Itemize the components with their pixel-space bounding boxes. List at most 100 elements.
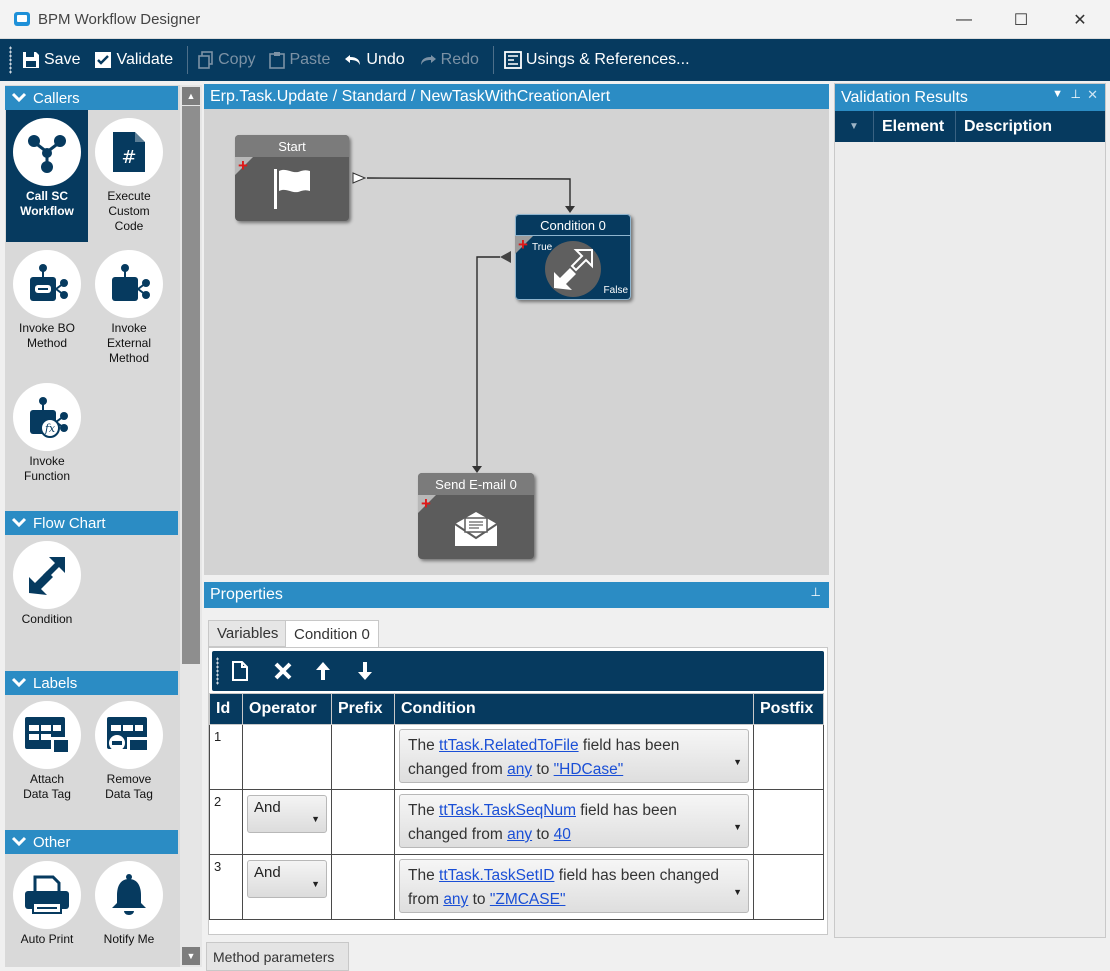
- palette-item-label: Invoke External Method: [106, 321, 152, 365]
- close-button[interactable]: ✕: [1073, 11, 1087, 29]
- field-link[interactable]: ttTask.RelatedToFile: [439, 737, 579, 754]
- palette-item-invoke-function[interactable]: fx Invoke Function: [6, 375, 88, 484]
- dropdown-arrow-icon[interactable]: ▼: [311, 879, 320, 889]
- condition-dropdown[interactable]: The ttTask.TaskSetID field has been chan…: [399, 859, 749, 913]
- column-operator[interactable]: Operator: [242, 693, 332, 725]
- palette-item-label: Attach Data Tag: [23, 772, 71, 801]
- maximize-button[interactable]: ☐: [1013, 11, 1029, 29]
- flow-chart-header[interactable]: Flow Chart: [5, 511, 178, 535]
- references-icon: [503, 51, 522, 69]
- new-document-icon[interactable]: [231, 661, 249, 681]
- start-node[interactable]: Start +: [235, 135, 349, 221]
- column-condition[interactable]: Condition: [394, 693, 754, 725]
- close-icon[interactable]: ✕: [1087, 87, 1098, 102]
- tab-condition-0[interactable]: Condition 0: [285, 620, 379, 648]
- to-value-link[interactable]: "ZMCASE": [489, 891, 566, 908]
- send-email-node[interactable]: Send E-mail 0 +: [418, 473, 534, 559]
- column-prefix[interactable]: Prefix: [331, 693, 395, 725]
- copy-button[interactable]: Copy: [198, 39, 255, 81]
- expand-plus-icon[interactable]: +: [518, 235, 528, 254]
- palette-item-attach-data-tag[interactable]: Attach Data Tag: [6, 693, 88, 802]
- palette-item-auto-print[interactable]: Auto Print: [6, 853, 88, 947]
- arrow-up-icon[interactable]: [315, 661, 331, 681]
- palette-item-call-sc-workflow[interactable]: Call SC Workflow: [6, 110, 88, 242]
- to-value-link[interactable]: 40: [553, 826, 571, 843]
- callers-header[interactable]: Callers: [5, 86, 178, 110]
- arrow-down-icon[interactable]: [357, 661, 373, 681]
- to-value-link[interactable]: "HDCase": [553, 761, 624, 778]
- delete-icon[interactable]: [273, 661, 293, 681]
- validation-header: Validation Results ▼ ⊥ ✕: [835, 84, 1105, 111]
- postfix-cell[interactable]: [753, 789, 824, 855]
- save-icon: [23, 52, 39, 68]
- code-file-icon: #: [113, 132, 145, 172]
- postfix-cell[interactable]: [753, 724, 824, 790]
- column-id[interactable]: Id: [209, 693, 243, 725]
- minimize-button[interactable]: —: [956, 10, 972, 28]
- expand-plus-icon[interactable]: +: [421, 494, 431, 513]
- pin-icon[interactable]: ⊥: [810, 585, 821, 599]
- send-email-node-title: Send E-mail 0: [418, 473, 534, 495]
- dropdown-arrow-icon[interactable]: ▼: [311, 814, 320, 824]
- palette-item-execute-custom-code[interactable]: # Execute Custom Code: [88, 110, 170, 234]
- email-icon: [454, 512, 498, 546]
- condition-false-label: False: [603, 285, 628, 296]
- field-link[interactable]: ttTask.TaskSetID: [439, 867, 555, 884]
- dropdown-arrow-icon[interactable]: ▼: [733, 757, 742, 767]
- column-element[interactable]: Element: [873, 111, 955, 142]
- operator-dropdown[interactable]: And ▼: [247, 860, 327, 898]
- from-value-link[interactable]: any: [443, 891, 469, 908]
- scroll-up-arrow[interactable]: ▲: [182, 87, 200, 105]
- palette-item-invoke-external-method[interactable]: Invoke External Method: [88, 242, 170, 366]
- undo-button[interactable]: Undo: [344, 39, 405, 81]
- properties-header: Properties ⊥: [204, 582, 829, 608]
- postfix-cell[interactable]: [753, 854, 824, 920]
- palette-item-remove-data-tag[interactable]: Remove Data Tag: [88, 693, 170, 802]
- from-value-link[interactable]: any: [507, 761, 533, 778]
- dropdown-arrow-icon[interactable]: ▼: [733, 822, 742, 832]
- palette-item-notify-me[interactable]: Notify Me: [88, 853, 170, 947]
- operator-dropdown[interactable]: And ▼: [247, 795, 327, 833]
- condition-node[interactable]: Condition 0 + True False: [515, 214, 631, 300]
- table-row[interactable]: 1 The ttTask.RelatedToFile field has bee…: [209, 724, 824, 790]
- labels-header[interactable]: Labels: [5, 671, 178, 695]
- column-postfix[interactable]: Postfix: [753, 693, 824, 725]
- palette-scroll-thumb[interactable]: [182, 106, 200, 664]
- table-row[interactable]: 2 And ▼ The ttTask.TaskSeqNum field has …: [209, 789, 824, 855]
- expand-plus-icon[interactable]: +: [238, 156, 248, 175]
- condition-dropdown[interactable]: The ttTask.RelatedToFile field has been …: [399, 729, 749, 783]
- prefix-cell[interactable]: [331, 724, 395, 790]
- labels-title: Labels: [33, 674, 78, 692]
- condition-toolbar: [212, 651, 824, 691]
- prefix-cell[interactable]: [331, 854, 395, 920]
- dropdown-arrow-icon[interactable]: ▼: [1052, 88, 1063, 100]
- designer-canvas[interactable]: Start + Condition 0 + True False Send E-…: [204, 109, 829, 575]
- remove-tag-icon: [107, 717, 149, 751]
- filter-arrow-icon[interactable]: ▼: [849, 121, 859, 132]
- column-description[interactable]: Description: [955, 111, 1052, 142]
- tab-variables[interactable]: Variables: [208, 620, 288, 647]
- redo-button[interactable]: Redo: [419, 39, 479, 81]
- row-id: 2: [209, 789, 243, 855]
- save-button[interactable]: Save: [22, 39, 80, 81]
- operator-cell[interactable]: [242, 724, 332, 790]
- tab-method-parameters[interactable]: Method parameters: [206, 942, 349, 971]
- condition-dropdown[interactable]: The ttTask.TaskSeqNum field has been cha…: [399, 794, 749, 848]
- table-row[interactable]: 3 And ▼ The ttTask.TaskSetID field has b…: [209, 854, 824, 920]
- function-icon: fx: [30, 397, 68, 438]
- validate-button[interactable]: Validate: [94, 39, 173, 81]
- prefix-cell[interactable]: [331, 789, 395, 855]
- bo-method-icon: [30, 264, 68, 301]
- dropdown-arrow-icon[interactable]: ▼: [733, 887, 742, 897]
- palette-item-condition[interactable]: Condition: [6, 533, 88, 627]
- usings-references-button[interactable]: Usings & References...: [503, 39, 690, 81]
- scroll-down-arrow[interactable]: ▼: [182, 947, 200, 965]
- undo-label: Undo: [366, 51, 405, 68]
- from-value-link[interactable]: any: [507, 826, 533, 843]
- palette-item-invoke-bo-method[interactable]: Invoke BO Method: [6, 242, 88, 351]
- field-link[interactable]: ttTask.TaskSeqNum: [439, 802, 576, 819]
- other-header[interactable]: Other: [5, 830, 178, 854]
- other-title: Other: [33, 833, 71, 851]
- paste-button[interactable]: Paste: [269, 39, 330, 81]
- pin-icon[interactable]: ⊥: [1070, 87, 1081, 101]
